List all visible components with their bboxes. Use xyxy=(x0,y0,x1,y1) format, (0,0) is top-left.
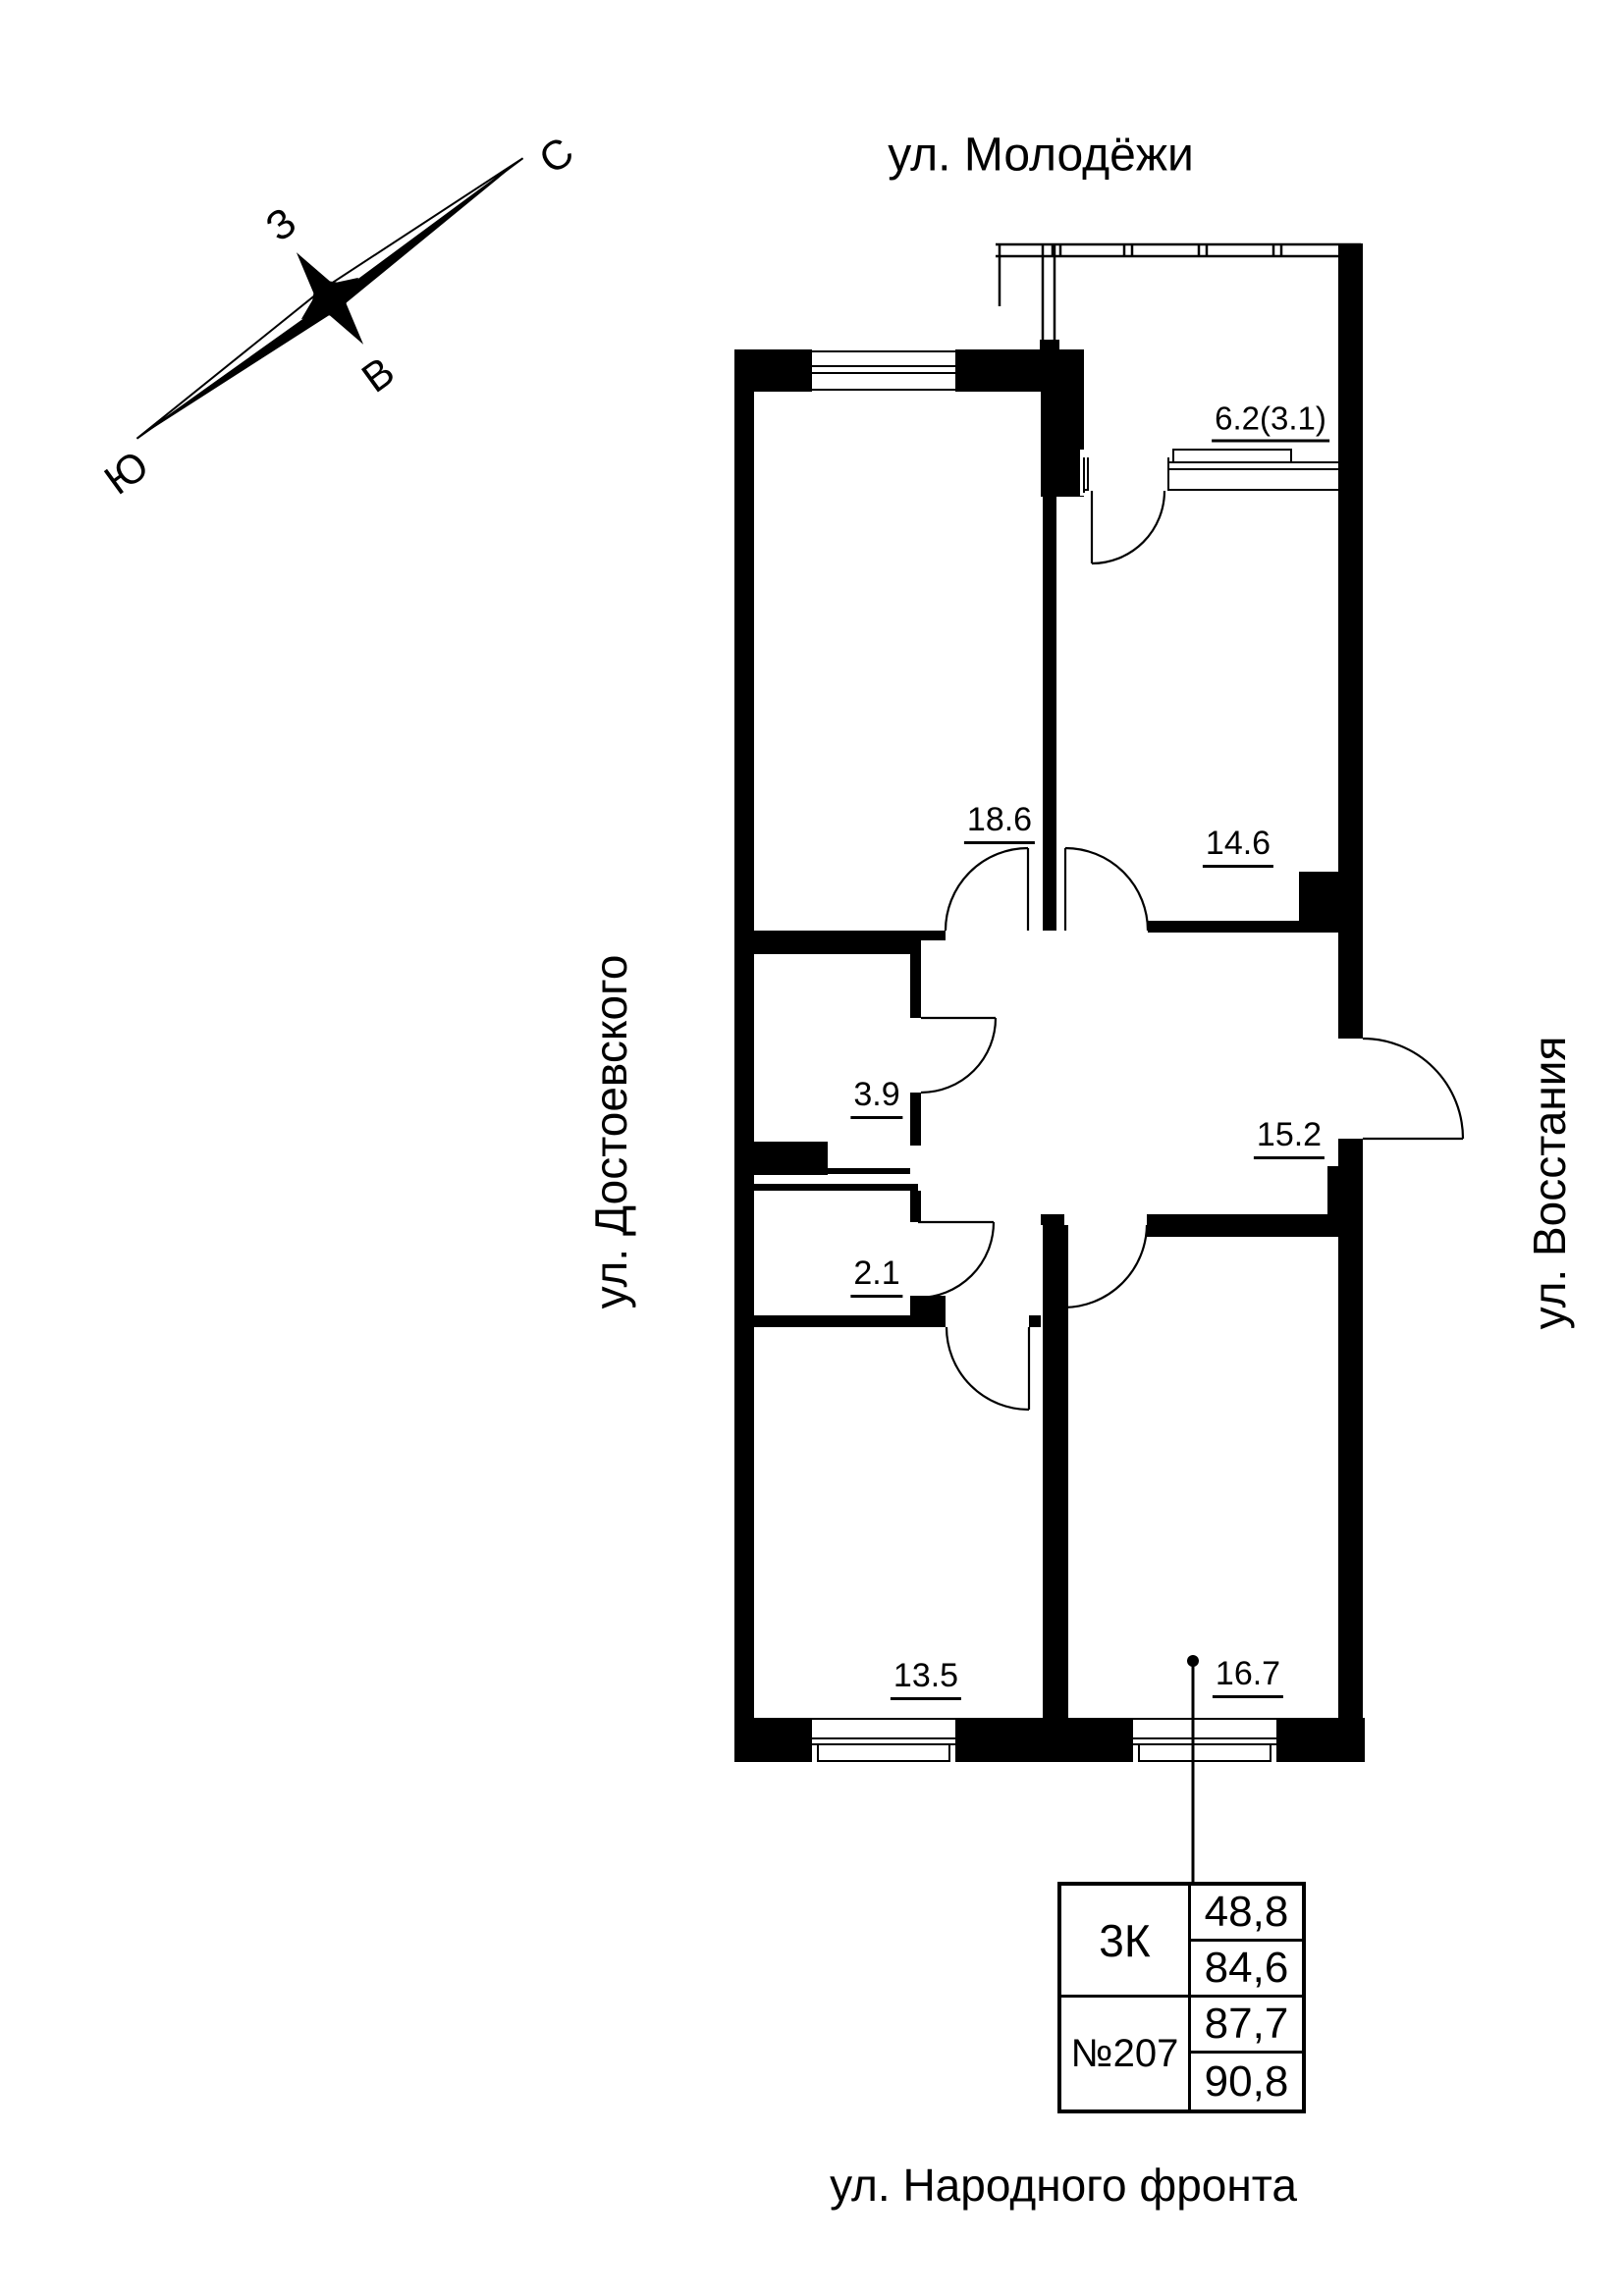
flat-area-living: 48,8 xyxy=(1191,1886,1302,1942)
area-label-bedroom-top: 14.6 xyxy=(1202,827,1274,868)
area-label-wc: 2.1 xyxy=(850,1256,903,1298)
balcony-sill xyxy=(1080,449,1338,496)
door-bedroom-right xyxy=(1061,1224,1149,1309)
flat-info-table: 3К №207 48,8 84,6 87,7 90,8 xyxy=(1057,1882,1306,2113)
compass-label-south: Ю xyxy=(96,442,157,504)
apartment-walls xyxy=(734,243,1365,1762)
area-label-bedroom-right: 16.7 xyxy=(1212,1657,1284,1698)
compass-label-north: С xyxy=(530,128,581,183)
flat-area-total: 87,7 xyxy=(1191,1998,1302,2054)
flat-area-max: 90,8 xyxy=(1204,2056,1289,2106)
compass-rose: С Ю З В xyxy=(96,128,582,504)
street-label-top: ул. Молодёжи xyxy=(888,129,1194,182)
compass-square xyxy=(310,279,350,318)
door-living xyxy=(944,846,1030,932)
door-bedroom-left xyxy=(945,1326,1031,1412)
area-label-living: 18.6 xyxy=(963,803,1036,844)
door-entrance xyxy=(1362,1037,1465,1141)
windows xyxy=(810,349,1278,1762)
balcony-glazing xyxy=(996,242,1361,349)
compass-star xyxy=(296,252,364,345)
door-balcony xyxy=(1090,490,1166,565)
door-bedroom-top xyxy=(1063,846,1150,932)
street-label-left: ул. Достоевского xyxy=(585,954,636,1309)
door-bathroom xyxy=(920,1016,998,1095)
flat-type: 3К xyxy=(1061,1886,1191,1998)
door-wc xyxy=(917,1220,996,1300)
area-label-balcony: 6.2(3.1) xyxy=(1212,402,1329,443)
window-bottom-right xyxy=(1131,1718,1278,1762)
compass-label-west: З xyxy=(257,198,304,250)
area-label-bedroom-left: 13.5 xyxy=(890,1659,962,1700)
area-label-bathroom: 3.9 xyxy=(850,1078,903,1119)
street-label-right: ул. Восстания xyxy=(1524,1036,1575,1330)
flat-number: №207 xyxy=(1061,1998,1191,2109)
area-label-hallway: 15.2 xyxy=(1253,1118,1325,1159)
compass-label-east: В xyxy=(353,347,403,400)
flat-area-no-balcony: 84,6 xyxy=(1191,1942,1302,1998)
window-bottom-left xyxy=(810,1718,957,1762)
doors xyxy=(917,490,1465,1412)
window-top xyxy=(810,349,957,392)
street-label-bottom: ул. Народного фронта xyxy=(830,2160,1297,2211)
leader-line xyxy=(1187,1655,1199,1882)
